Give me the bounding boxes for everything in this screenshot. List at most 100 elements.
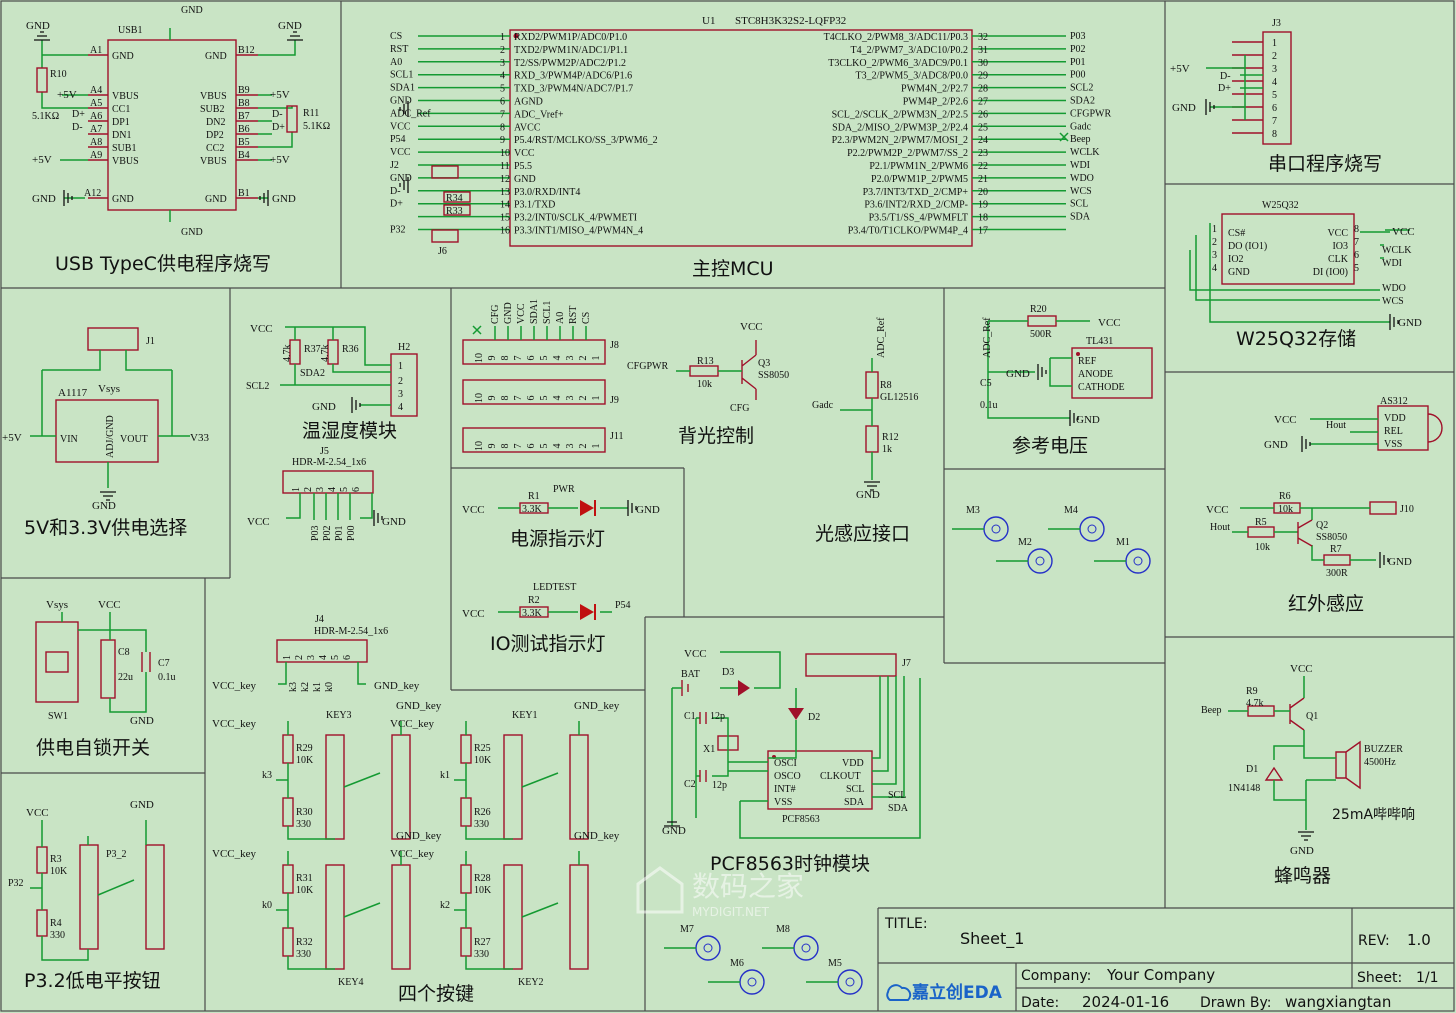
key-wires — [276, 851, 402, 970]
j9-pin-num: 2 — [578, 396, 589, 401]
usb-pin-b9-num: B9 — [238, 85, 250, 96]
mcu-right-net: SDA2 — [1070, 96, 1095, 107]
p32-switch-right — [145, 844, 165, 950]
r37-label: R37 — [304, 344, 321, 355]
j5-net-p01: P01 — [334, 525, 345, 541]
j8-pin-num: 5 — [539, 356, 550, 361]
usb-gnd-bl: GND — [32, 193, 56, 205]
mcu-right-pin-num: 32 — [978, 32, 988, 43]
w25-left-pin: CS# — [1228, 228, 1245, 239]
usb-pin-a4: VBUS — [112, 91, 139, 102]
mcu-right-net: SCL2 — [1070, 83, 1093, 94]
r20-label: R20 — [1030, 304, 1047, 315]
j3-pin-1: 1 — [1272, 38, 1277, 49]
j1-header — [87, 327, 139, 351]
svg-text:M4: M4 — [1064, 505, 1078, 516]
j4-pin-5: 5 — [330, 655, 341, 660]
r6-value: 10k — [1278, 504, 1293, 515]
as312-vss: VSS — [1384, 439, 1402, 450]
w25-left-num: 4 — [1212, 263, 1217, 274]
svg-text:M7: M7 — [680, 924, 694, 935]
usb-pin-a5: CC1 — [112, 104, 130, 115]
r8-label: R8 — [880, 380, 892, 391]
j5-net-p03: P03 — [310, 525, 321, 541]
q2-value: SS8050 — [1316, 532, 1347, 543]
j8-pin-num: 8 — [500, 356, 511, 361]
rtc-section: PCF8563 OSCI OSCO INT# VSS VDD CLKOUT SC… — [662, 648, 921, 875]
r13-value: 10k — [697, 379, 712, 390]
mcu-left-pin-12: GND — [514, 174, 536, 185]
ir-section: AS312 VDD REL VSS VCC Hout GND VCC R6 10… — [1206, 396, 1443, 615]
w25q32-ref: W25Q32 — [1262, 200, 1299, 211]
pcf-sda: SDA — [844, 797, 865, 808]
j6-label: J6 — [438, 246, 447, 257]
j9-pin-num: 8 — [500, 396, 511, 401]
hole-m7: M7 — [664, 924, 721, 961]
usb-p5v-a4: +5V — [57, 89, 77, 101]
ir-section-title: 红外感应 — [1288, 593, 1364, 615]
rev-value: 1.0 — [1407, 931, 1431, 949]
j6-connector — [431, 229, 459, 243]
mcu-right-pin-20: P3.7/INT3/TXD_2/CMP+ — [863, 187, 969, 198]
mcu-right-pin-29: T3_2/PWM5_3/ADC8/P0.0 — [855, 71, 968, 82]
a1117-ldo — [55, 399, 159, 463]
date-label: Date: — [1021, 995, 1059, 1011]
key-wires — [454, 721, 580, 840]
r3-resistor — [36, 846, 48, 874]
ldo-part: A1117 — [58, 387, 88, 399]
r12-value: 1k — [882, 444, 892, 455]
r6-label: R6 — [1279, 491, 1291, 502]
mcu-left-pin-num: 13 — [500, 187, 510, 198]
j4-pin-6: 6 — [342, 655, 353, 660]
key-r2-label: R32 — [296, 937, 313, 948]
usb-pin-a6-num: A6 — [90, 111, 102, 122]
ldo-v33: V33 — [190, 432, 209, 444]
buzzer-beep: Beep — [1201, 705, 1222, 716]
c2-label: C2 — [684, 779, 696, 790]
key-switch-left — [503, 734, 523, 840]
usb-pin-b9: VBUS — [200, 91, 227, 102]
mcu-right-pin-25: SDA_2/MISO_2/PWM3P_2/P2.4 — [832, 122, 968, 133]
mcu-left-net: VCC — [390, 147, 411, 158]
r10-label: R10 — [50, 69, 67, 80]
mcu-left-pins: RXD2/PWM1P/ADC0/P1.01CSTXD2/PWM1N/ADC1/P… — [390, 31, 658, 237]
ldo-vout: VOUT — [120, 434, 148, 445]
j3-connector — [1262, 31, 1292, 145]
j10-label: J10 — [1400, 504, 1414, 515]
usb-gnd-top: GND — [181, 5, 203, 16]
buzzer-vcc: VCC — [1290, 663, 1313, 675]
io-led-section: VCC R2 3.3K LEDTEST P54 IO测试指示灯 — [462, 582, 631, 655]
hole-m8: M8 — [762, 924, 819, 961]
key-vcc: VCC_key — [390, 848, 435, 860]
j8-net: CS — [581, 312, 592, 324]
mcu-right-pin-num: 22 — [978, 161, 988, 172]
r10-resistor — [36, 67, 48, 93]
j4-part: HDR-M-2.54_1x6 — [314, 626, 388, 637]
pwr-led-vcc: VCC — [462, 504, 485, 516]
q1-transistor — [1289, 697, 1305, 731]
mcu-left-pin-num: 9 — [500, 135, 505, 146]
key-gnd: GND_key — [396, 700, 442, 712]
w25-wdi: WDI — [1382, 258, 1402, 269]
mcu-left-pin-num: 7 — [500, 109, 505, 120]
mcu-right-net: WCS — [1070, 186, 1092, 197]
pwr-led-label: PWR — [553, 484, 575, 495]
pcf-int: INT# — [774, 784, 796, 795]
r7-label: R7 — [1330, 544, 1342, 555]
c2-value: 12p — [712, 780, 727, 791]
mcu-right-pin-num: 26 — [978, 109, 988, 120]
rev-label: REV: — [1358, 933, 1390, 949]
usb-pin-a12-num: A12 — [84, 188, 101, 199]
usb-pin-b7: DN2 — [206, 117, 225, 128]
j8-ref: J8 — [610, 340, 619, 351]
r5-resistor — [1247, 526, 1275, 538]
temp-sda: SDA2 — [300, 368, 325, 379]
key-r1-label: R28 — [474, 873, 491, 884]
j9-ref: J9 — [610, 395, 619, 406]
serial-dp: D+ — [1218, 83, 1231, 94]
r9-label: R9 — [1246, 686, 1258, 697]
